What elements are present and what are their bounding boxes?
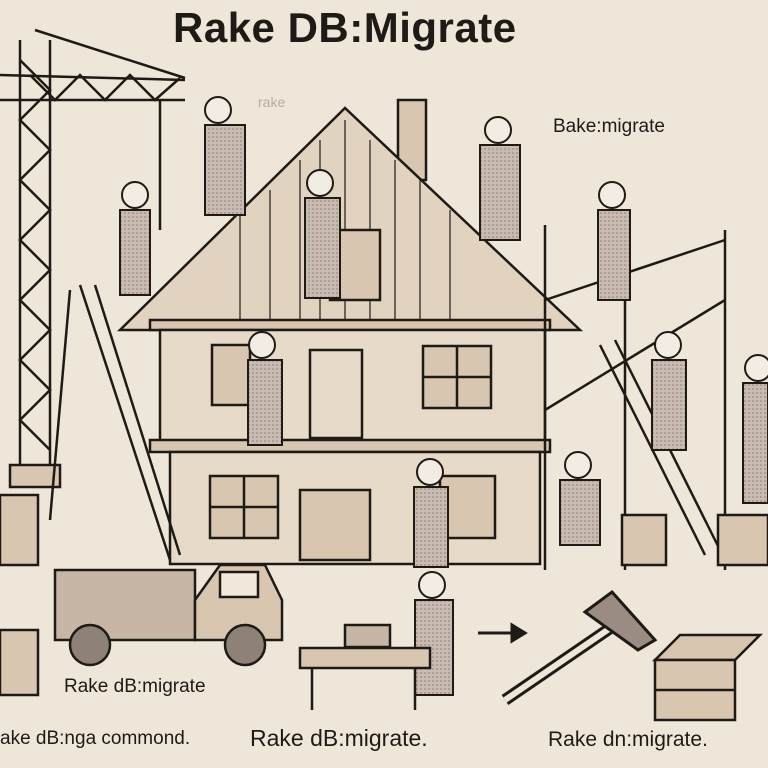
bottom-left-label: ake dB:nga commond.	[0, 728, 191, 749]
faint-rake-label: rake	[258, 94, 286, 110]
worker-kneeling	[559, 451, 601, 546]
page-title: Rake DB:Migrate	[173, 4, 517, 51]
workbench	[298, 623, 432, 710]
worker-roof-mid	[304, 169, 341, 299]
arrow-icon	[478, 622, 528, 644]
worker-scaffold-top	[597, 181, 631, 301]
worker-door	[413, 458, 449, 568]
tower-crane	[0, 28, 186, 489]
house	[116, 98, 584, 566]
worker-edge-right	[742, 354, 768, 504]
bottom-right-label: Rake dn:migrate.	[548, 728, 708, 751]
dump-truck	[53, 563, 284, 667]
worker-ladder-right	[651, 331, 687, 451]
wooden-crate	[651, 633, 764, 722]
worker-roof-left	[204, 96, 246, 216]
worker-roof-right	[479, 116, 521, 241]
barrels	[0, 493, 768, 697]
right-label: Bake:migrate	[553, 116, 665, 137]
worker-crane	[119, 181, 151, 296]
bottom-mid-label: Rake dB:migrate.	[250, 725, 428, 751]
ladder-left	[48, 284, 182, 561]
worker-balcony	[247, 331, 283, 446]
hammer-icon	[501, 589, 658, 705]
worker-bench	[414, 571, 454, 696]
workers	[119, 96, 768, 696]
truck-label: Rake dB:migrate	[64, 676, 206, 697]
